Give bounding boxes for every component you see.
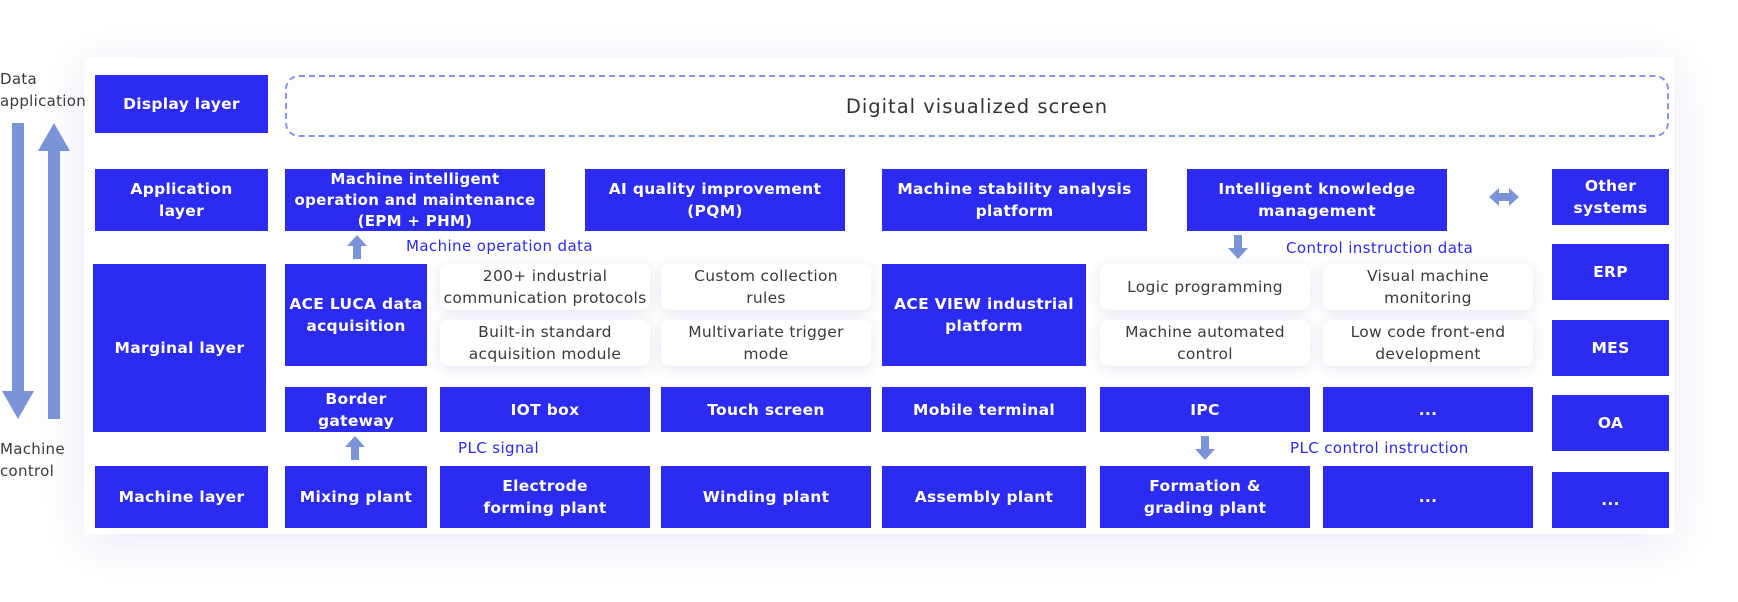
down-arrow-icon <box>2 123 34 419</box>
luca-feature-acquisition-module: Built-in standard acquisition module <box>440 320 650 366</box>
data-application-label: Data application <box>0 70 87 110</box>
plant-more: ... <box>1323 466 1533 528</box>
down-arrow-icon <box>1195 436 1215 460</box>
up-arrow-icon <box>345 436 365 460</box>
other-system-mes: MES <box>1552 320 1669 376</box>
display-layer-label: Display layer <box>95 75 268 133</box>
plant-mixing: Mixing plant <box>285 466 427 528</box>
up-arrow-icon <box>347 235 367 259</box>
machine-operation-data-note: Machine operation data <box>406 237 593 255</box>
control-instruction-data-note: Control instruction data <box>1286 239 1474 257</box>
machine-control-label: Machine control <box>0 440 65 480</box>
view-feature-automated-control: Machine automated control <box>1100 320 1310 366</box>
app-machine-stability-analysis: Machine stability analysis platform <box>882 169 1147 231</box>
app-intelligent-knowledge: Intelligent knowledge management <box>1187 169 1447 231</box>
plc-signal-note: PLC signal <box>458 439 540 457</box>
up-arrow-icon <box>38 123 70 419</box>
other-systems-label: Other systems <box>1552 169 1669 225</box>
luca-feature-collection-rules: Custom collection rules <box>661 264 871 310</box>
plant-assembly: Assembly plant <box>882 466 1086 528</box>
device-ipc: IPC <box>1100 387 1310 432</box>
down-arrow-icon <box>1228 235 1248 259</box>
device-iot-box: IOT box <box>440 387 650 432</box>
other-system-more: ... <box>1552 472 1669 528</box>
luca-feature-trigger-mode: Multivariate trigger mode <box>661 320 871 366</box>
device-border-gateway: Border gateway <box>285 387 427 432</box>
machine-layer-label: Machine layer <box>95 466 268 528</box>
plc-control-instruction-note: PLC control instruction <box>1290 439 1469 457</box>
bidirectional-arrow-icon <box>1489 188 1519 206</box>
device-mobile-terminal: Mobile terminal <box>882 387 1086 432</box>
plant-electrode-forming: Electrode forming plant <box>440 466 650 528</box>
view-feature-low-code: Low code front-end development <box>1323 320 1533 366</box>
device-more: ... <box>1323 387 1533 432</box>
ace-view-industrial-platform: ACE VIEW industrial platform <box>882 264 1086 366</box>
view-feature-visual-monitoring: Visual machine monitoring <box>1323 264 1533 310</box>
plant-formation-grading: Formation & grading plant <box>1100 466 1310 528</box>
marginal-layer-label: Marginal layer <box>93 264 266 432</box>
app-ai-quality-improvement: AI quality improvement (PQM) <box>585 169 845 231</box>
other-system-oa: OA <box>1552 395 1669 451</box>
device-touch-screen: Touch screen <box>661 387 871 432</box>
luca-feature-protocols: 200+ industrial communication protocols <box>440 264 650 310</box>
digital-visualized-screen: Digital visualized screen <box>285 75 1669 137</box>
plant-winding: Winding plant <box>661 466 871 528</box>
application-layer-label: Application layer <box>95 169 268 231</box>
ace-luca-data-acquisition: ACE LUCA data acquisition <box>285 264 427 366</box>
view-feature-logic-programming: Logic programming <box>1100 264 1310 310</box>
other-system-erp: ERP <box>1552 244 1669 300</box>
app-machine-intelligent-om: Machine intelligent operation and mainte… <box>285 169 545 231</box>
